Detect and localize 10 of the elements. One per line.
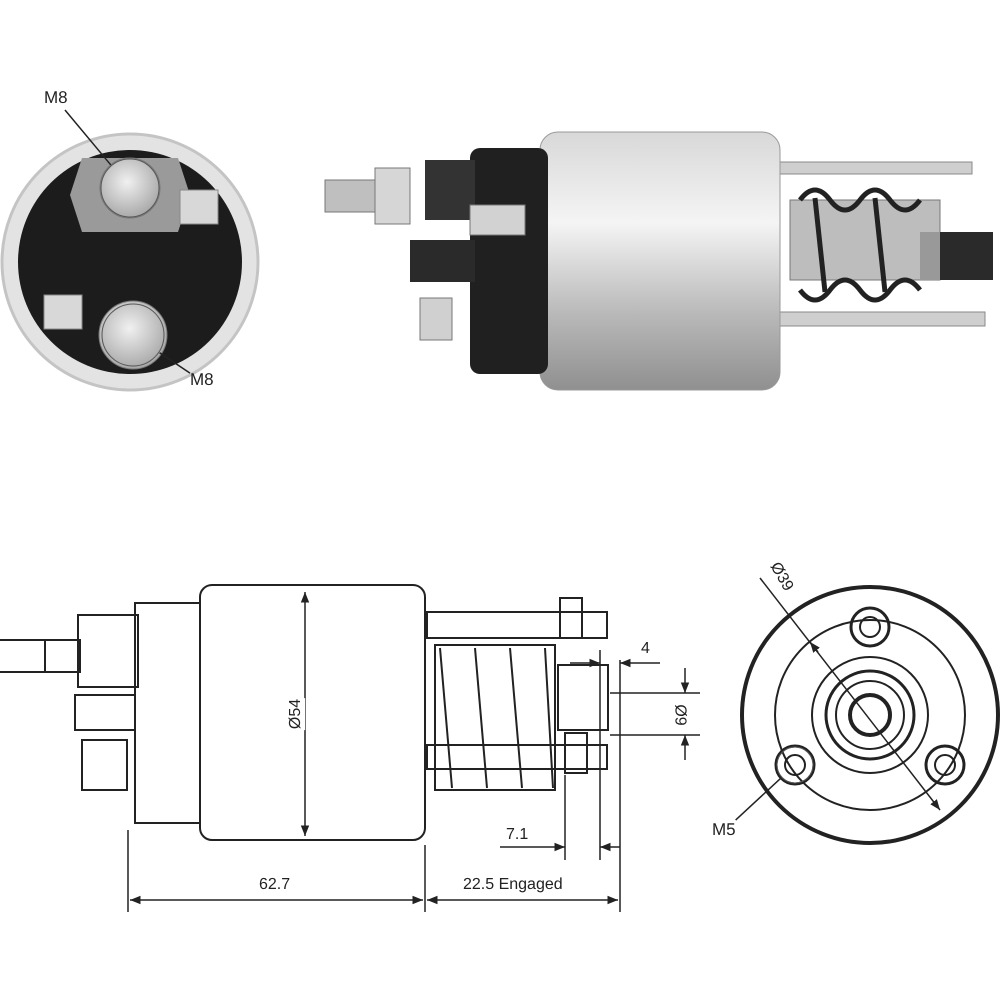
terminal-stud xyxy=(100,158,160,218)
thread-size-label: M8 xyxy=(190,370,214,392)
thread-size-label: M8 xyxy=(44,88,68,110)
bolt-hole xyxy=(776,746,814,784)
dimension-label: Ø54 xyxy=(287,698,306,730)
leader-line xyxy=(735,777,782,821)
leader-line xyxy=(159,352,190,374)
terminal-stud xyxy=(101,303,165,367)
dimension-label: 22.5 Engaged xyxy=(462,876,564,894)
thread-size-label: M5 xyxy=(712,820,736,842)
